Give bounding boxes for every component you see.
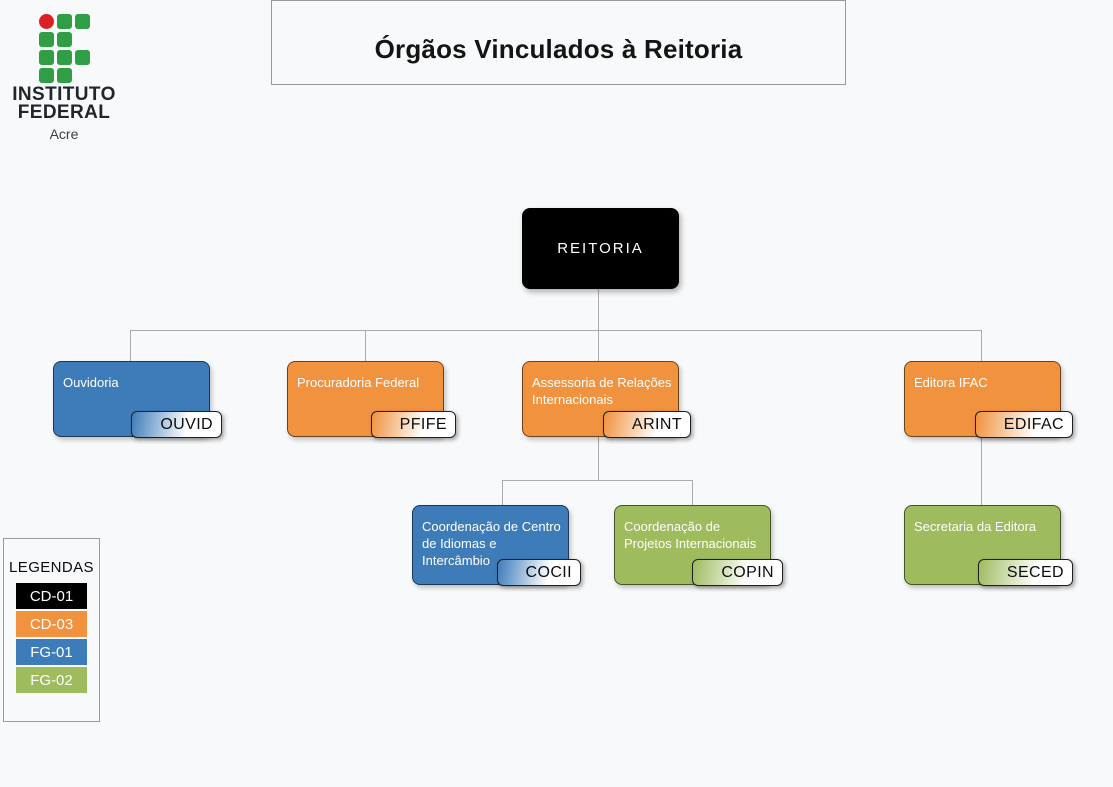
logo-institution-line2: FEDERAL: [17, 102, 111, 123]
legend-item-label: FG-02: [30, 671, 73, 689]
logo-institution-line1: INSTITUTO: [12, 84, 116, 105]
org-node-label: Assessoria de Relações Internacionais: [532, 375, 672, 407]
legend-items: CD-01 CD-03 FG-01 FG-02: [4, 583, 99, 693]
legend-item-fg01: FG-01: [16, 639, 87, 665]
connector-drop-cocii: [502, 480, 503, 505]
org-node-code: OUVID: [160, 415, 213, 433]
legend-item-label: CD-03: [29, 615, 74, 633]
legend-title: LEGENDAS: [9, 559, 94, 576]
org-node-assessoria-relacoes-internacionais: Assessoria de Relações Internacionais AR…: [522, 361, 691, 438]
org-node-code: EDIFAC: [1003, 415, 1064, 433]
org-node-label: Coordenação de Centro de Idiomas e Inter…: [422, 519, 561, 568]
logo-wordmark: INSTITUTO FEDERAL Acre: [0, 84, 128, 142]
org-node-code: COCII: [525, 563, 572, 581]
org-node-label: REITORIA: [557, 240, 644, 257]
org-node-code: SECED: [1006, 563, 1064, 581]
logo-square-icon: [57, 50, 72, 65]
logo-square-icon: [57, 14, 72, 29]
logo-square-icon: [75, 50, 90, 65]
page-title-box: Órgãos Vinculados à Reitoria: [271, 0, 846, 85]
org-node-code-tag: EDIFAC: [974, 411, 1073, 438]
connector-root-drop: [598, 289, 599, 331]
legend-item-cd03: CD-03: [16, 611, 87, 637]
connector-level1-horizontal: [130, 330, 981, 331]
org-node-code-tag: PFIFE: [370, 411, 456, 438]
connector-arint-drop: [598, 437, 599, 481]
legend-item-label: CD-01: [29, 587, 74, 605]
org-node-coordenacao-centro-idiomas: Coordenação de Centro de Idiomas e Inter…: [412, 505, 581, 586]
logo-square-icon: [75, 14, 90, 29]
org-node-label: Ouvidoria: [63, 375, 119, 390]
connector-drop-copin: [692, 480, 693, 505]
connector-drop-ouvidoria: [130, 330, 131, 361]
org-node-code-tag: COPIN: [692, 559, 783, 586]
org-node-coordenacao-projetos-internacionais: Coordenação de Projetos Internacionais C…: [614, 505, 783, 586]
org-node-code: ARINT: [632, 415, 682, 433]
logo-square-icon: [39, 32, 54, 47]
connector-edifac-seced: [981, 437, 982, 505]
org-node-secretaria-da-editora: Secretaria da Editora SECED: [904, 505, 1073, 586]
org-node-label: Coordenação de Projetos Internacionais: [624, 519, 757, 551]
org-node-procuradoria-federal: Procuradoria Federal PFIFE: [287, 361, 456, 438]
org-node-editora-ifac: Editora IFAC EDIFAC: [904, 361, 1073, 438]
legend-item-label: FG-01: [30, 643, 73, 661]
page-title: Órgãos Vinculados à Reitoria: [374, 34, 743, 64]
org-node-code-tag: OUVID: [131, 411, 222, 438]
org-node-code: PFIFE: [399, 415, 447, 433]
logo-red-dot-icon: [39, 14, 54, 29]
connector-drop-edifac: [981, 330, 982, 361]
logo-square-icon: [39, 68, 54, 83]
org-node-code: COPIN: [721, 563, 774, 581]
org-node-code-tag: COCII: [496, 559, 581, 586]
logo-campus-name: Acre: [49, 126, 79, 142]
org-node-ouvidoria: Ouvidoria OUVID: [53, 361, 222, 438]
org-node-code-tag: ARINT: [603, 411, 691, 438]
legend-box: LEGENDAS CD-01 CD-03 FG-01 FG-02: [3, 538, 100, 722]
org-node-label: Procuradoria Federal: [297, 375, 420, 390]
connector-drop-procuradoria: [365, 330, 366, 361]
org-node-code-tag: SECED: [977, 559, 1073, 586]
logo-square-icon: [57, 68, 72, 83]
org-node-reitoria: REITORIA: [522, 208, 679, 289]
connector-drop-arint: [598, 330, 599, 361]
legend-item-cd01: CD-01: [16, 583, 87, 609]
legend-item-fg02: FG-02: [16, 667, 87, 693]
org-node-label: Editora IFAC: [914, 375, 988, 390]
logo-square-icon: [57, 32, 72, 47]
org-node-label: Secretaria da Editora: [914, 519, 1037, 534]
connector-arint-horizontal: [502, 480, 693, 481]
logo-square-icon: [39, 50, 54, 65]
